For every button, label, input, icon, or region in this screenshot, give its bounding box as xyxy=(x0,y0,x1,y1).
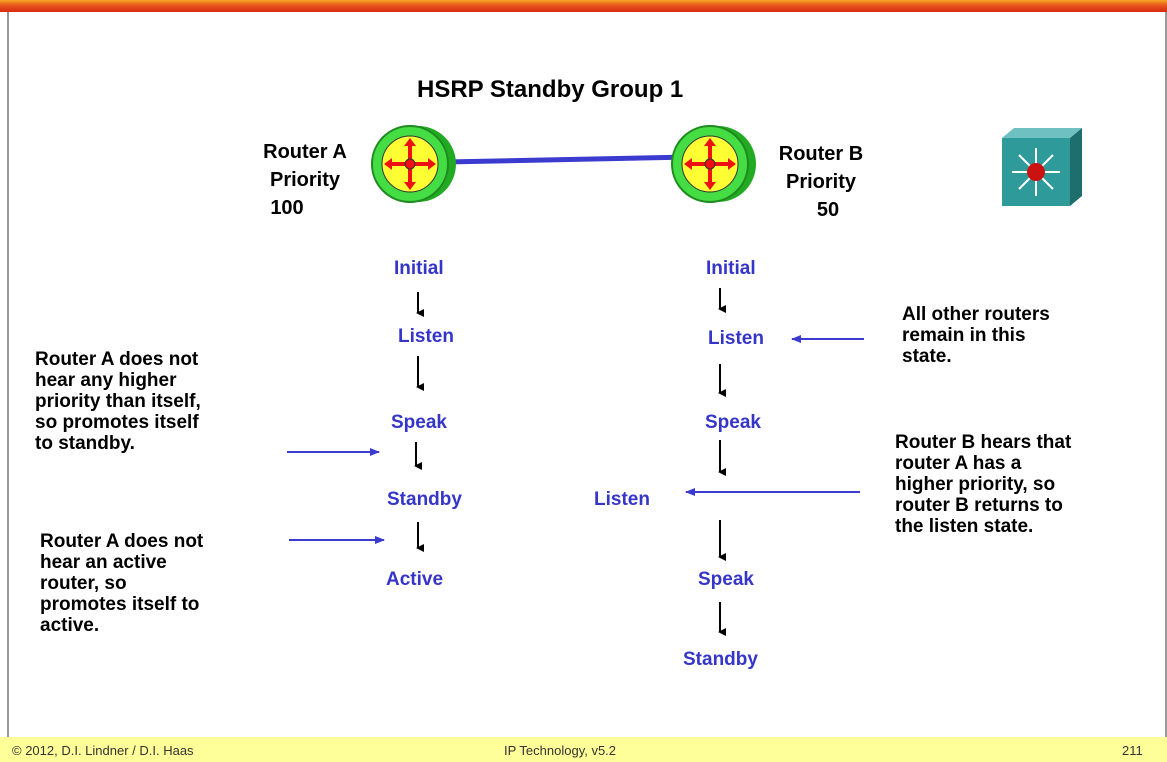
footer-course: IP Technology, v5.2 xyxy=(504,743,617,758)
router-b-priority-label: Priority xyxy=(785,171,857,193)
footer-bar: © 2012, D.I. Lindner / D.I. Haas IP Tech… xyxy=(0,737,1167,762)
router-b-priority: 50 xyxy=(816,199,840,221)
b-state-speak: Speak xyxy=(705,412,761,433)
annotation-line: router A has a xyxy=(895,453,1022,474)
footer-copyright: © 2012, D.I. Lindner / D.I. Haas xyxy=(12,743,194,758)
annotation-line: router B returns to xyxy=(895,495,1063,516)
diagram-title: HSRP Standby Group 1 xyxy=(417,76,684,103)
annotation-b-listen: All other routers remain in this state. xyxy=(902,304,1050,367)
annotation-line: active. xyxy=(40,615,100,636)
router-a-priority-label: Priority xyxy=(269,169,341,191)
a-state-listen: Listen xyxy=(398,326,454,347)
annotation-line: router, so xyxy=(40,573,127,594)
annotation-line: so promotes itself xyxy=(35,412,199,433)
annotation-line: Router A does not xyxy=(40,531,204,552)
annotation-line: All other routers xyxy=(902,304,1050,325)
switch-icon xyxy=(1002,128,1082,206)
router-link xyxy=(444,154,691,165)
annotation-line: Router B hears that xyxy=(895,432,1072,453)
annotation-a-active: Router A does not hear an active router,… xyxy=(40,531,203,636)
b-state-initial: Initial xyxy=(706,258,756,279)
router-a-label: Router A Priority 100 xyxy=(230,138,380,222)
b-state-listen: Listen xyxy=(708,328,764,349)
a-state-standby: Standby xyxy=(387,489,462,510)
router-b-icon xyxy=(671,125,756,203)
annotation-b-return: Router B hears that router A has a highe… xyxy=(895,432,1071,537)
diagram-graphics xyxy=(287,125,1082,636)
router-b-label: Router B Priority 50 xyxy=(756,140,886,224)
frame-right-border xyxy=(1165,12,1167,737)
annotation-line: hear an active xyxy=(40,552,167,573)
a-state-active: Active xyxy=(386,569,444,590)
b-state-speak-2: Speak xyxy=(698,569,754,590)
a-state-speak: Speak xyxy=(391,412,447,433)
top-accent-bar xyxy=(0,0,1167,12)
router-a-icon xyxy=(371,125,456,203)
annotation-line: higher priority, so xyxy=(895,474,1056,495)
annotation-line: to standby. xyxy=(35,433,135,454)
router-a-priority: 100 xyxy=(270,197,304,219)
b-state-listen-return: Listen xyxy=(594,489,650,510)
annotation-line: remain in this xyxy=(902,325,1026,346)
footer-page-number: 211 xyxy=(1122,743,1143,758)
annotation-line: promotes itself to xyxy=(40,594,200,615)
annotation-line: hear any higher xyxy=(35,370,177,391)
router-a-name: Router A xyxy=(263,141,347,163)
annotation-line: the listen state. xyxy=(895,516,1034,537)
annotation-a-standby: Router A does not hear any higher priori… xyxy=(35,349,201,454)
annotation-line: state. xyxy=(902,346,952,367)
annotation-line: priority than itself, xyxy=(35,391,201,412)
a-state-initial: Initial xyxy=(394,258,444,279)
frame-left-border xyxy=(7,12,9,737)
annotation-line: Router A does not xyxy=(35,349,199,370)
router-b-name: Router B xyxy=(778,143,864,165)
b-state-standby: Standby xyxy=(683,649,758,670)
